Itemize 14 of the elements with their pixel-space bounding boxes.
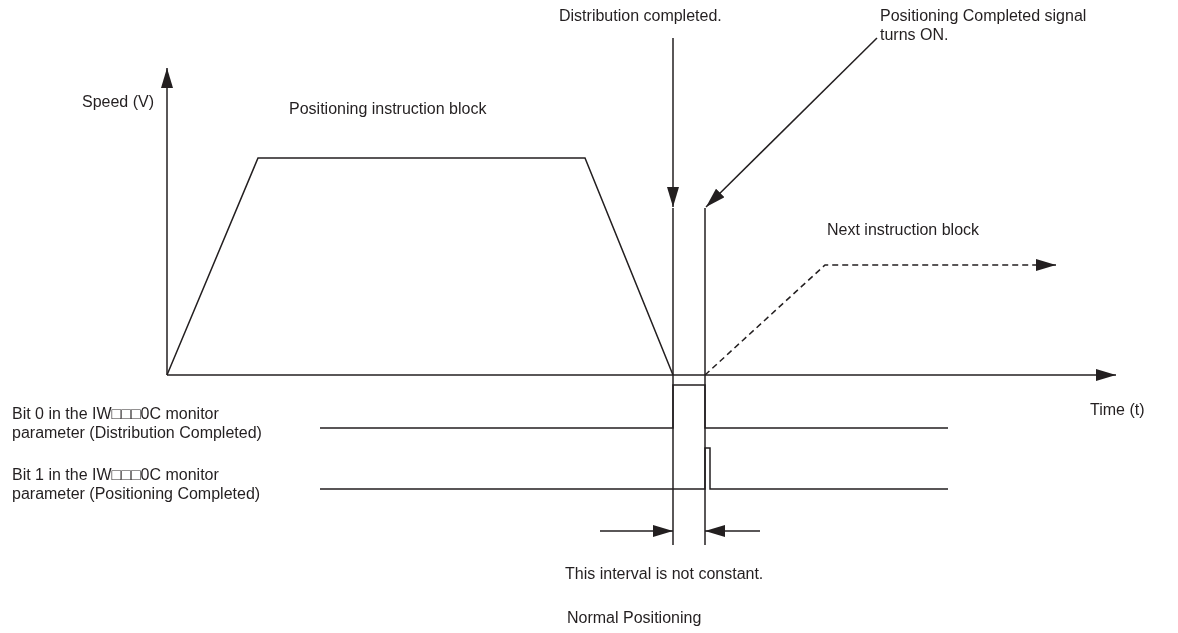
callout-text: Distribution completed. (559, 6, 729, 25)
reference-line (672, 207, 674, 546)
leader-arrow (667, 37, 679, 208)
signal-label: Bit 1 in the IW□□□0C monitor parameter (Positioning Completed) (12, 465, 262, 503)
leader-arrow (705, 37, 878, 208)
annotation-text: Positioning instruction block (289, 99, 488, 118)
signal-label: Bit 0 in the IW□□□0C monitor parameter (Distribution Completed) (12, 404, 262, 442)
note-text: This interval is not constant. (565, 564, 765, 583)
callout-text: Positioning Completed signal turns ON. (880, 6, 1110, 44)
reference-line (704, 207, 706, 546)
axis-label: Speed (V) (82, 92, 156, 111)
caption: Normal Positioning (567, 608, 702, 627)
axis-label: Time (t) (1090, 400, 1146, 419)
annotation-text: Next instruction block (827, 220, 981, 239)
